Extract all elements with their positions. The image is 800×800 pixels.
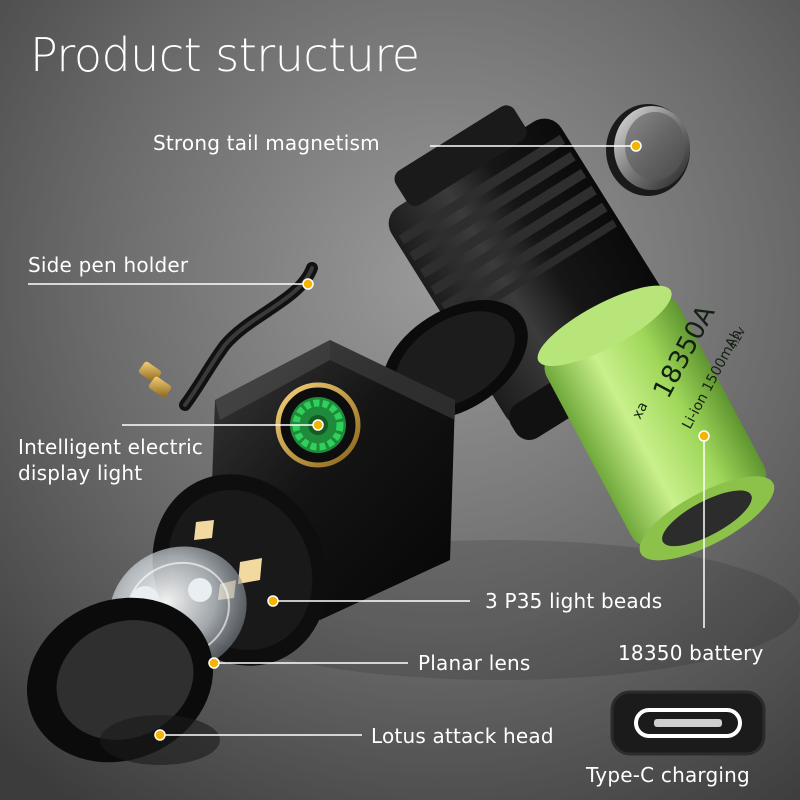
dot-light-beads xyxy=(267,595,279,607)
dot-pen-holder xyxy=(302,278,314,290)
label-planar-lens: Planar lens xyxy=(418,651,531,675)
dot-battery xyxy=(698,430,710,442)
battery: 18350A Li-ion 1500mAh xa 4.2V xyxy=(537,285,775,561)
label-pen-holder: Side pen holder xyxy=(28,253,189,277)
screws xyxy=(138,361,172,398)
type-c-port-graphic xyxy=(610,690,766,756)
battery-brand: xa xyxy=(629,399,651,421)
pen-clip xyxy=(179,262,318,411)
label-display-light: Intelligent electric display light xyxy=(18,435,204,485)
dot-planar-lens xyxy=(208,657,220,669)
dot-tail-magnet xyxy=(630,140,642,152)
page-title: Product structure xyxy=(30,28,420,82)
dot-lotus-head xyxy=(154,729,166,741)
tail-magnet xyxy=(606,104,690,196)
label-lotus-head: Lotus attack head xyxy=(371,724,554,748)
label-tail-magnet: Strong tail magnetism xyxy=(153,131,380,155)
dot-display-light xyxy=(312,419,324,431)
label-light-beads: 3 P35 light beads xyxy=(485,589,663,613)
label-type-c: Type-C charging xyxy=(586,763,750,787)
callout-dots xyxy=(154,140,710,741)
lotus-head-ring xyxy=(26,597,220,765)
callout-lines xyxy=(28,145,705,736)
label-battery: 18350 battery xyxy=(618,641,764,665)
